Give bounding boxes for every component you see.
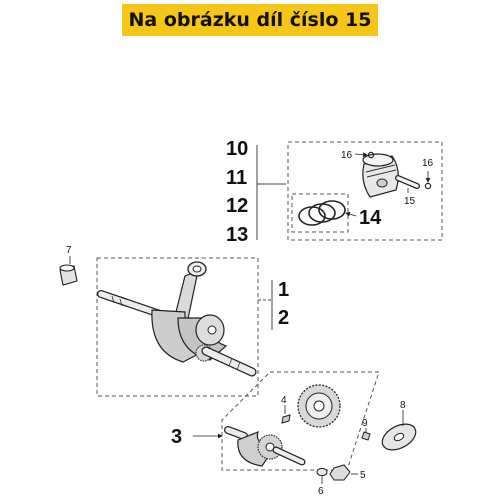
retaining-clip	[361, 431, 371, 441]
callout-6: 6	[318, 486, 324, 497]
balance-shaft-group	[193, 371, 417, 484]
callout-2: 2	[278, 307, 289, 329]
callout-3: 3	[171, 426, 182, 448]
driven-sprocket	[297, 384, 341, 428]
callout-11: 11	[226, 167, 247, 189]
callout-1: 1	[278, 279, 289, 301]
balance-shaft-dashed-frame	[221, 371, 380, 471]
piston-pin	[395, 175, 420, 189]
crankshaft-dashed-frame	[96, 257, 259, 397]
callout-16-left: 16	[341, 150, 353, 161]
piston-group	[256, 141, 443, 241]
ring-set-dashed-frame	[291, 193, 349, 233]
callout-4: 4	[281, 395, 287, 406]
callout-5: 5	[360, 470, 366, 481]
callout-8: 8	[400, 400, 406, 411]
callout-15: 15	[404, 196, 416, 207]
crankshaft-group	[59, 256, 273, 397]
callout-14: 14	[359, 207, 382, 229]
balance-shaft	[224, 426, 306, 467]
callout-7: 7	[66, 245, 72, 256]
callout-12: 12	[226, 195, 248, 217]
banner-text: Na obrázku díl číslo 15	[128, 9, 372, 31]
thrust-washer	[381, 423, 417, 451]
circlip-left	[367, 151, 375, 159]
crankshaft	[97, 261, 257, 377]
callout-16-right: 16	[422, 158, 434, 169]
callout-9: 9	[362, 418, 368, 429]
callout-10: 10	[226, 138, 248, 160]
needle-bearing	[59, 264, 78, 286]
piston-rings	[298, 200, 346, 226]
woodruff-key	[281, 414, 291, 424]
circlip-right	[424, 182, 432, 190]
piston	[362, 153, 399, 198]
title-banner: Na obrázku díl číslo 15	[122, 4, 378, 36]
callout-13: 13	[226, 224, 248, 246]
piston-kit-dashed-frame	[287, 141, 443, 241]
nut	[329, 464, 351, 481]
washer	[316, 467, 328, 477]
